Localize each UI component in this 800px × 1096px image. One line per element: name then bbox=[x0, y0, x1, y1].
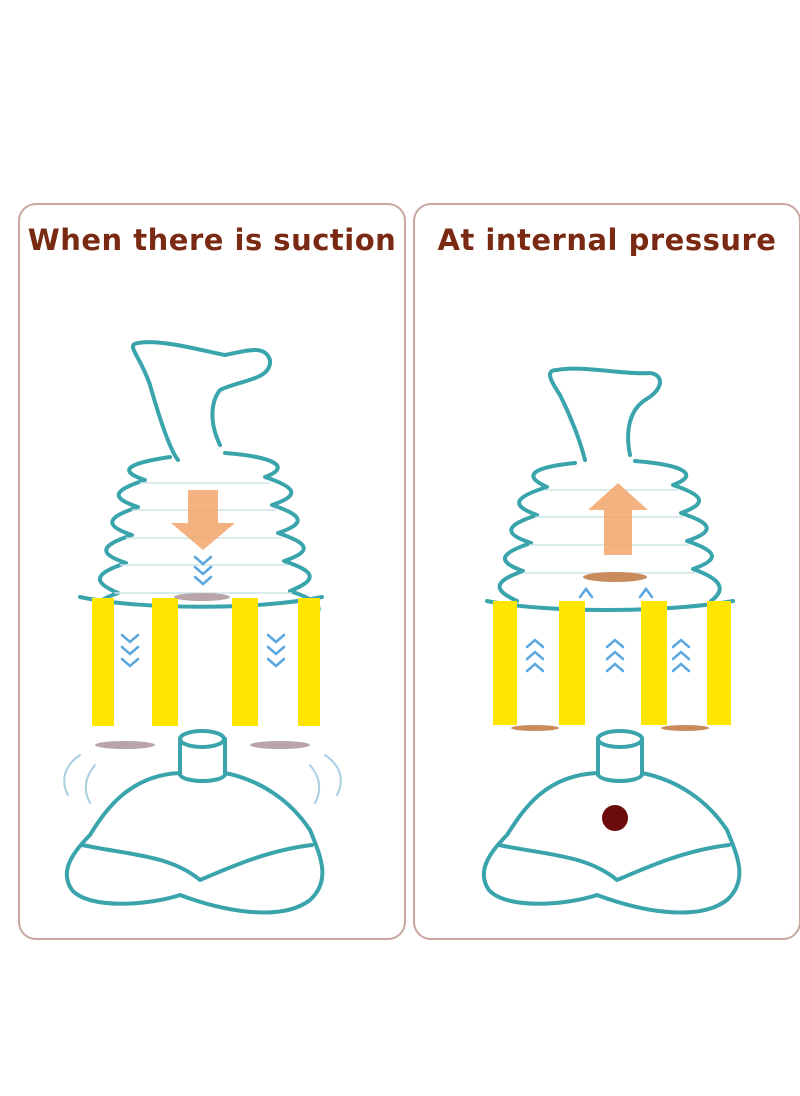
chevron-down-icon bbox=[120, 633, 140, 668]
pressure-illustration bbox=[481, 366, 742, 915]
panel-pressure: At internal pressure bbox=[413, 203, 800, 940]
airflow-icon bbox=[84, 764, 96, 804]
stripe-1 bbox=[493, 601, 517, 725]
stripe-4 bbox=[298, 598, 320, 726]
seal-disc-right bbox=[661, 725, 709, 731]
panel-title-suction: When there is suction bbox=[27, 223, 397, 257]
chevron-up-icon bbox=[525, 638, 545, 673]
stripe-1 bbox=[92, 598, 114, 726]
chevron-up-icon bbox=[578, 586, 654, 599]
panel-suction: When there is suction bbox=[18, 203, 406, 940]
handle-outline bbox=[130, 340, 272, 462]
valve-disc bbox=[583, 572, 647, 582]
bellows-right-outline bbox=[223, 451, 321, 621]
airflow-icon bbox=[63, 754, 81, 796]
valve-cup-rim bbox=[596, 729, 644, 749]
valve-cup-rim bbox=[178, 729, 226, 749]
seal-disc-left bbox=[511, 725, 559, 731]
leak-disc-left bbox=[95, 741, 155, 749]
airflow-icon bbox=[324, 754, 342, 796]
bellows-left-outline bbox=[497, 461, 577, 603]
chevron-down-icon bbox=[193, 555, 213, 586]
mask-dome-outline bbox=[64, 771, 325, 915]
mask-inner-outline bbox=[80, 843, 314, 882]
valve-disc bbox=[174, 593, 230, 601]
stripe-2 bbox=[559, 601, 585, 725]
bellows-right-outline bbox=[633, 459, 722, 603]
stripe-4 bbox=[707, 601, 731, 725]
leak-disc-right bbox=[250, 741, 310, 749]
chevron-up-icon bbox=[605, 638, 625, 673]
bellows-base-outline bbox=[485, 599, 735, 612]
stripe-3 bbox=[641, 601, 667, 725]
down-arrow-icon bbox=[171, 490, 235, 550]
panel-title-pressure: At internal pressure bbox=[437, 223, 777, 257]
stripe-2 bbox=[152, 598, 178, 726]
handle-outline bbox=[548, 366, 662, 462]
suction-illustration bbox=[63, 340, 342, 915]
stripe-3 bbox=[232, 598, 258, 726]
dot-icon bbox=[602, 805, 628, 831]
mask-dome-outline bbox=[481, 771, 742, 915]
mask-inner-outline bbox=[497, 843, 731, 882]
up-arrow-icon bbox=[588, 483, 648, 555]
airflow-icon bbox=[309, 764, 321, 804]
chevron-up-icon bbox=[671, 638, 691, 673]
chevron-down-icon bbox=[266, 633, 286, 668]
